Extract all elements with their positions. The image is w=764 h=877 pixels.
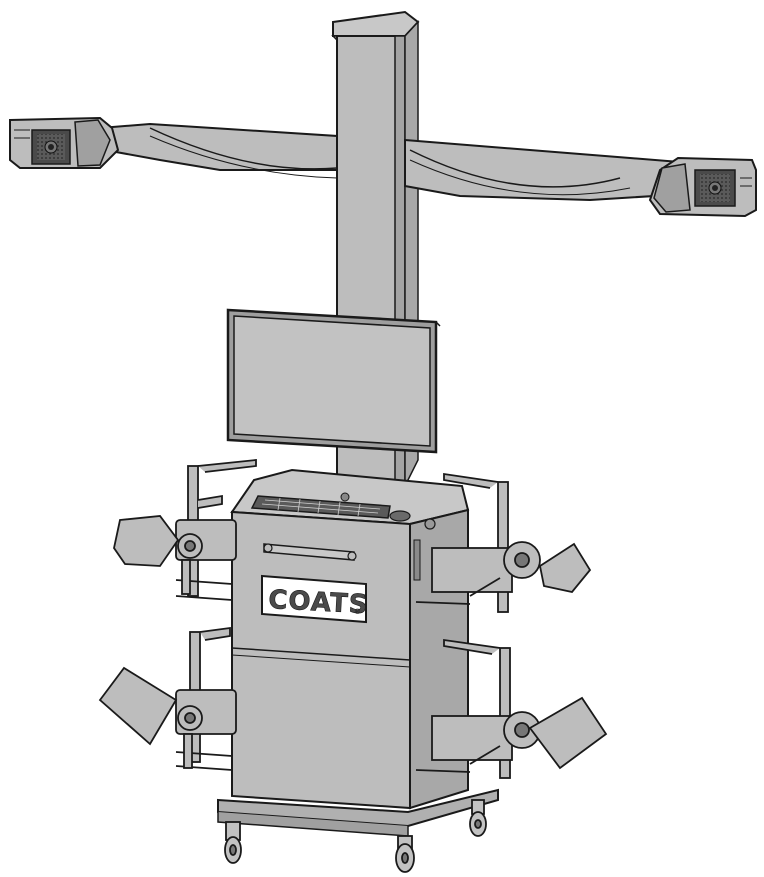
keyboard-keys — [261, 497, 381, 517]
right-wheel-clamps — [415, 472, 608, 779]
camera-crossbar — [98, 122, 682, 202]
target-paddle-lower-left — [98, 666, 178, 746]
left-camera-pod — [9, 116, 120, 169]
clamp-upper-left — [113, 459, 257, 601]
right-camera-pod — [648, 156, 757, 218]
monitor — [226, 308, 441, 454]
clamp-lower-right — [415, 638, 608, 779]
casters — [224, 799, 487, 873]
target-paddle-upper-left — [113, 515, 180, 567]
cabinet: COATS ® — [217, 468, 499, 837]
mouse-icon — [389, 510, 411, 522]
brand-logo: COATS ® — [261, 574, 369, 624]
caster-front-right — [395, 835, 415, 873]
brand-logo-text: COATS — [268, 585, 369, 620]
caster-front-left — [224, 821, 242, 864]
monitor-screen — [233, 315, 431, 447]
clamp-lower-left — [98, 626, 237, 771]
registered-mark: ® — [354, 608, 361, 616]
left-wheel-clamps — [98, 459, 257, 771]
clamp-upper-right — [415, 472, 592, 613]
target-paddle-upper-right — [538, 542, 592, 593]
target-paddle-lower-right — [528, 696, 608, 770]
caster-back-right — [469, 799, 487, 837]
